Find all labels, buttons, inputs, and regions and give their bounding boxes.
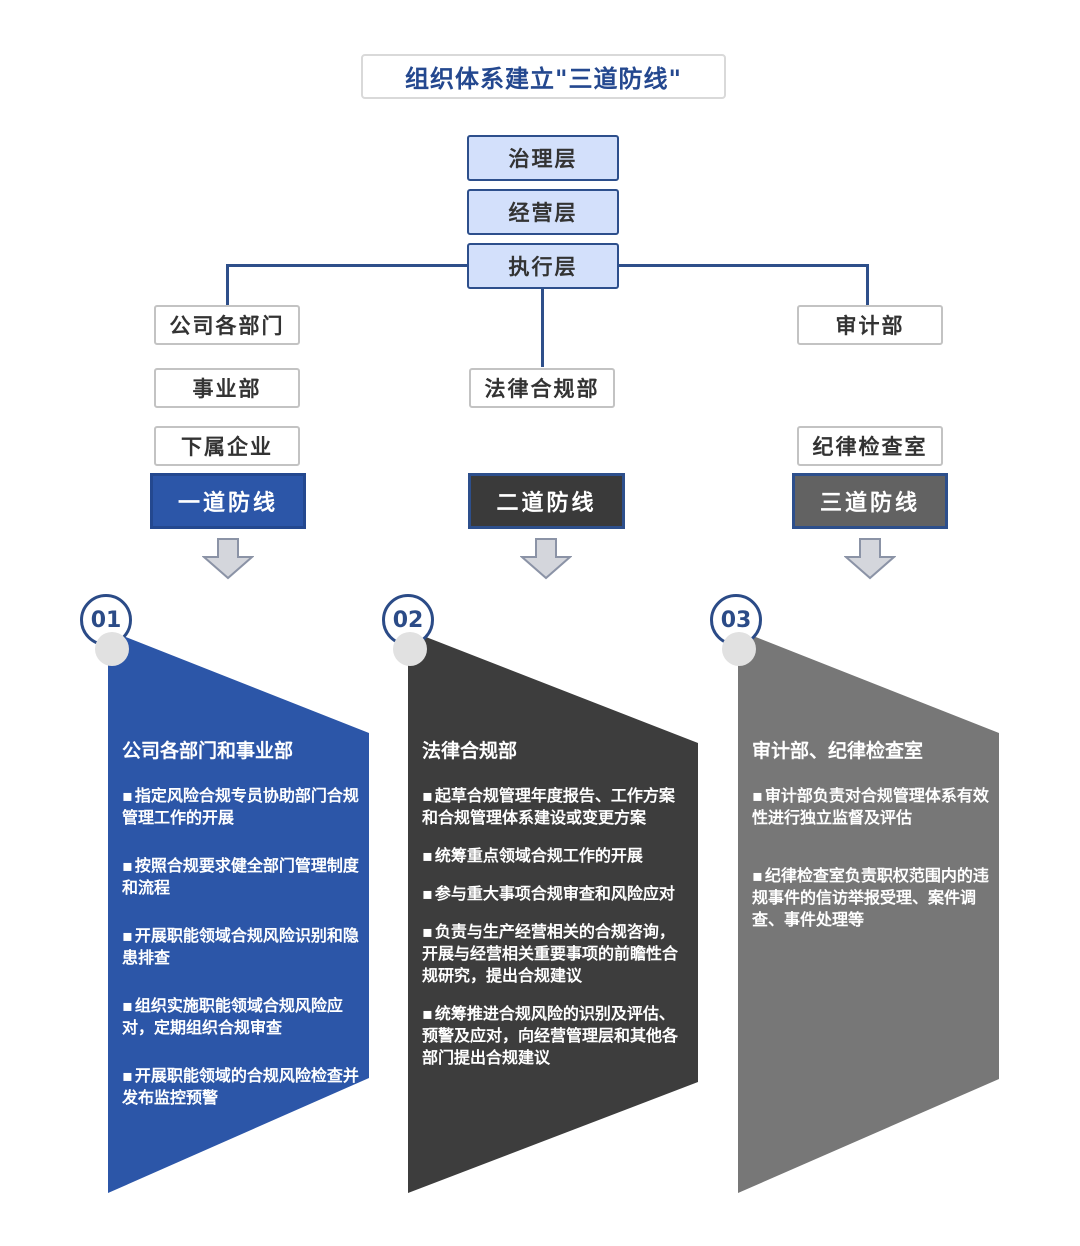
list-item: ▪统筹重点领域合规工作的开展: [422, 846, 643, 865]
down-arrow-icon: [202, 538, 254, 580]
first-line-label: 一道防线: [150, 473, 306, 529]
third-line-label: 三道防线: [792, 473, 948, 529]
down-arrow-icon: [520, 538, 572, 580]
bullet-icon: ▪: [422, 1004, 433, 1023]
panel-2-content: 法律合规部 ▪起草合规管理年度报告、工作方案和合规管理体系建设或变更方案 ▪统筹…: [422, 736, 684, 1085]
dept-company-departments: 公司各部门: [154, 305, 300, 345]
layer-execution: 执行层: [467, 243, 619, 289]
list-item: ▪纪律检查室负责职权范围内的违规事件的信访举报受理、案件调查、事件处理等: [752, 866, 989, 929]
connector-right-horizontal: [617, 264, 869, 267]
bullet-icon: ▪: [122, 1066, 133, 1085]
dept-business-unit: 事业部: [154, 368, 300, 408]
panel-3-content: 审计部、纪律检查室 ▪审计部负责对合规管理体系有效性进行独立监督及评估 ▪纪律检…: [752, 736, 990, 947]
second-line-label: 二道防线: [468, 473, 625, 529]
panel-1-badge-dot: [95, 632, 129, 666]
panel-3-heading: 审计部、纪律检查室: [752, 740, 924, 762]
bullet-icon: ▪: [122, 926, 133, 945]
dept-subsidiaries: 下属企业: [154, 426, 300, 466]
panel-2-badge-dot: [393, 632, 427, 666]
connector-middle-vertical: [541, 287, 544, 367]
connector-right-vertical: [866, 264, 869, 307]
bullet-icon: ▪: [422, 884, 433, 903]
connector-left-vertical: [226, 264, 229, 307]
panel-2-shape: [408, 630, 698, 1193]
bullet-icon: ▪: [752, 866, 763, 885]
panel-3-badge-dot: [722, 632, 756, 666]
list-item: ▪起草合规管理年度报告、工作方案和合规管理体系建设或变更方案: [422, 786, 675, 827]
bullet-icon: ▪: [122, 856, 133, 875]
panel-1-shape: [108, 630, 369, 1193]
bullet-icon: ▪: [422, 846, 433, 865]
list-item: ▪开展职能领域的合规风险检查并发布监控预警: [122, 1066, 359, 1107]
dept-audit: 审计部: [797, 305, 943, 345]
bullet-icon: ▪: [422, 922, 433, 941]
bullet-icon: ▪: [752, 786, 763, 805]
panel-1-content: 公司各部门和事业部 ▪指定风险合规专员协助部门合规管理工作的开展 ▪按照合规要求…: [122, 736, 360, 1125]
bullet-icon: ▪: [122, 996, 133, 1015]
layer-governance: 治理层: [467, 135, 619, 181]
connector-left-horizontal: [226, 264, 469, 267]
list-item: ▪指定风险合规专员协助部门合规管理工作的开展: [122, 786, 359, 827]
list-item: ▪开展职能领域合规风险识别和隐患排查: [122, 926, 359, 967]
down-arrow-icon: [844, 538, 896, 580]
panel-2-heading: 法律合规部: [422, 740, 518, 762]
panel-1-heading: 公司各部门和事业部: [122, 740, 294, 762]
dept-legal-compliance: 法律合规部: [469, 368, 615, 408]
list-item: ▪参与重大事项合规审查和风险应对: [422, 884, 675, 903]
layer-management: 经营层: [467, 189, 619, 235]
list-item: ▪统筹推进合规风险的识别及评估、预警及应对，向经营管理层和其他各部门提出合规建议: [422, 1004, 679, 1067]
diagram-title: 组织体系建立"三道防线": [361, 54, 726, 99]
dept-discipline-inspection: 纪律检查室: [797, 426, 943, 466]
bullet-icon: ▪: [422, 786, 433, 805]
list-item: ▪审计部负责对合规管理体系有效性进行独立监督及评估: [752, 786, 989, 827]
list-item: ▪负责与生产经营相关的合规咨询，开展与经营相关重要事项的前瞻性合规研究，提出合规…: [422, 922, 679, 985]
bullet-icon: ▪: [122, 786, 133, 805]
list-item: ▪按照合规要求健全部门管理制度和流程: [122, 856, 359, 897]
list-item: ▪组织实施职能领域合规风险应对，定期组织合规审查: [122, 996, 343, 1037]
panel-3-shape: [738, 630, 999, 1193]
